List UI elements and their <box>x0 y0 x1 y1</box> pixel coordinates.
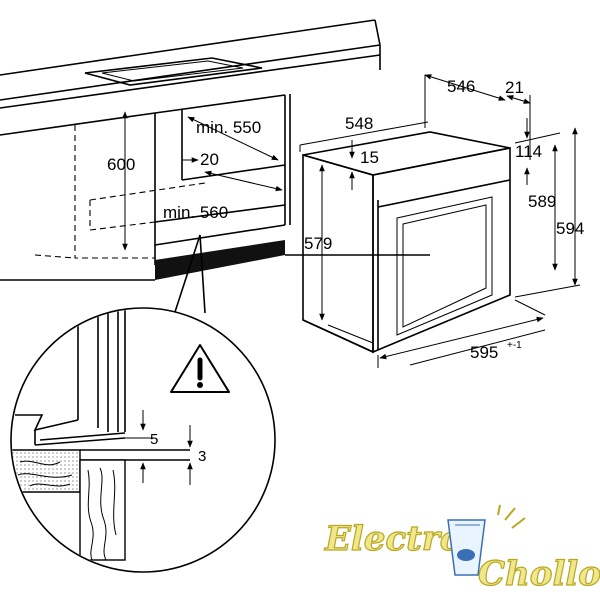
logo-sparkle-icon <box>497 504 526 529</box>
logo-word-chollo: Chollo <box>478 554 600 594</box>
detail-magnifier: 5 3 <box>10 307 276 573</box>
dim-594: 594 <box>556 219 584 238</box>
logo-glass-icon <box>447 519 486 576</box>
dim-min-550: min. 550 <box>196 118 261 137</box>
dim-line-550 <box>187 116 279 161</box>
dim-579: 579 <box>304 234 332 253</box>
dim-15: 15 <box>360 148 379 167</box>
dim-595-tolerance: +-1 <box>507 340 522 351</box>
callout-line-right <box>199 234 206 314</box>
plinth-strip <box>155 240 285 280</box>
dim-546: 546 <box>447 77 475 96</box>
dim-600: 600 <box>107 155 135 174</box>
dim-589: 589 <box>528 192 556 211</box>
warning-triangle-icon <box>170 344 230 393</box>
dim-20: 20 <box>200 150 219 169</box>
oven-body <box>302 131 511 354</box>
dim-line-21 <box>506 95 531 104</box>
logo-word-electro: Electro <box>324 519 462 559</box>
dim-595: 595 <box>470 343 498 362</box>
detail-dim-5: 5 <box>150 431 158 448</box>
dim-548: 548 <box>345 114 373 133</box>
dim-line-560 <box>204 170 283 192</box>
dim-line-546 <box>424 74 506 101</box>
cooktop <box>84 57 263 86</box>
dim-line-595 <box>379 316 544 360</box>
dim-line-548 <box>299 121 429 146</box>
dim-114: 114 <box>515 142 542 161</box>
adjacent-cabinet-dashed <box>34 125 206 259</box>
dim-21: 21 <box>505 78 524 97</box>
countertop <box>0 19 381 136</box>
detail-dim-3: 3 <box>198 448 206 465</box>
electrochollo-logo: Electro Chollo <box>323 504 600 595</box>
dim-min-560: min. 560 <box>163 203 228 222</box>
callout-line-left <box>174 234 201 313</box>
